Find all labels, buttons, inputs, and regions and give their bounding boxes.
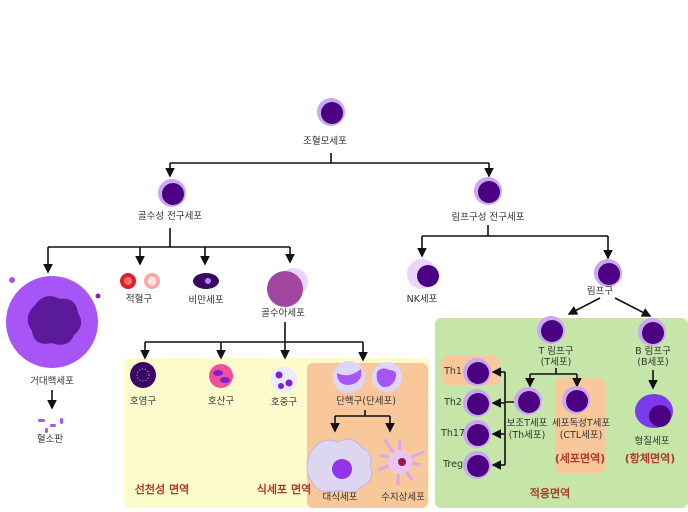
label-lymphoid-progenitor: 림프구성 전구세포 [451,212,525,223]
macrophage-cell [306,438,373,493]
label-rbc: 적혈구 [125,294,153,305]
label-helper-t: 보조T세포 [506,418,548,429]
label-neutrophil: 호중구 [270,397,298,408]
label-macrophage: 대식세포 [322,492,358,503]
label-phagocyte-immunity: 식세포 면역 [256,483,312,496]
label-humoral-immunity: (항체면역) [624,452,676,465]
label-th2: Th2 [444,397,462,408]
ctl-cell [562,386,590,414]
mast-cell [193,273,219,289]
myeloid-progenitor-cell [158,179,186,207]
label-th1: Th1 [444,366,462,377]
myeloblast-cell [267,268,308,307]
label-treg: Treg [443,459,463,470]
label-b-cell: B 림프구 [635,346,671,357]
label-ctl-sub: (CTL세포) [559,430,603,441]
th17-cell [463,420,491,448]
label-dendritic: 수지상세포 [381,492,425,503]
label-lymphocyte: 림프구 [586,286,614,297]
lymphoid-progenitor-cell [474,177,502,205]
label-t-cell-sub: (T세포) [540,357,572,368]
label-plasma: 형질세포 [634,436,670,447]
b-cell [638,318,666,346]
label-monocyte: 단핵구(단세포) [336,396,396,407]
label-nk: NK세포 [406,294,438,305]
platelet-cluster [38,418,63,433]
eosinophil-cell [209,364,233,388]
hsc-cell [317,98,345,126]
treg-cell [463,451,491,479]
label-innate-immunity: 선천성 면역 [134,483,190,496]
monocyte-cells [333,361,402,393]
neutrophil-cell [271,367,297,393]
label-eosinophil: 호산구 [207,396,235,407]
rbc-cells [120,273,160,289]
label-hsc: 조혈모세포 [303,136,347,147]
dendritic-cell [377,439,425,486]
label-myeloid-progenitor: 골수성 전구세포 [137,211,203,222]
th2-cell [463,389,491,417]
label-platelet: 혈소판 [36,434,64,445]
label-adaptive-immunity: 적응면역 [529,487,571,500]
megakaryocyte-cell [6,276,101,368]
label-b-cell-sub: (B세포) [637,357,669,368]
label-t-cell: T 림프구 [538,346,574,357]
label-megakaryocyte: 거대핵세포 [30,376,74,387]
nk-cell [407,259,439,289]
helper-t-cell [514,387,542,415]
label-mast: 비만세포 [188,295,224,306]
plasma-cell [635,394,673,428]
th1-cell [463,358,491,386]
label-myeloblast: 골수아세포 [261,308,305,319]
label-ctl: 세포독성T세포 [551,418,611,429]
basophil-cell [130,362,156,388]
label-cellular-immunity: (세포면역) [554,452,606,465]
label-helper-t-sub: (Th세포) [508,430,546,441]
label-th17: Th17 [441,428,465,439]
t-cell [537,316,565,344]
label-basophil: 호염구 [129,396,157,407]
lymphocyte-cell [594,259,622,287]
